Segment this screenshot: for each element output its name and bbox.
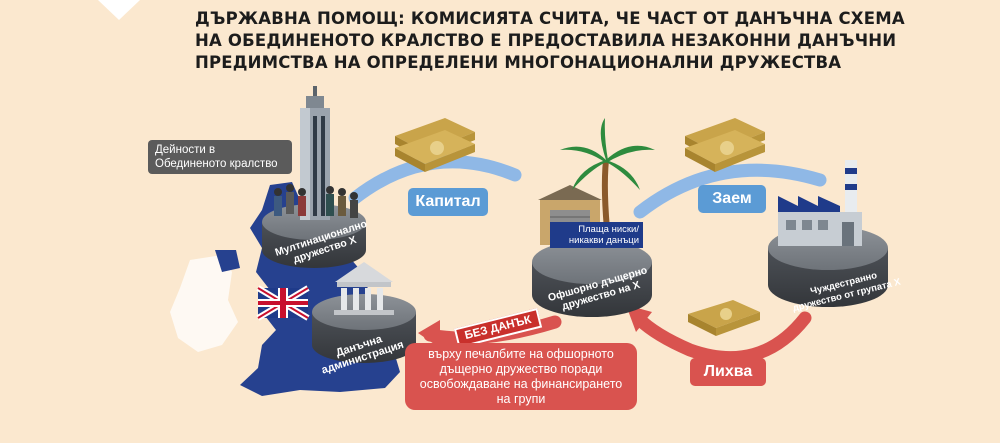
- low-tax-note: Плаща ниски/ никакви данъци: [550, 222, 643, 248]
- interest-label: Лихва: [690, 358, 766, 386]
- interest-arrowhead: [626, 305, 652, 332]
- no-tax-arrowhead: [418, 320, 440, 348]
- title-line-1: ДЪРЖАВНА ПОМОЩ: КОМИСИЯТА СЧИТА, ЧЕ ЧАСТ…: [195, 9, 905, 28]
- uk-activities-label: Дейности в Обединеното кралство: [148, 140, 292, 174]
- explanation-box: върху печалбите на офшорното дъщерно дру…: [405, 343, 637, 410]
- money-stack-icon-capital: [395, 118, 475, 172]
- money-stack-icon-loan: [685, 118, 765, 172]
- factory-icon: [778, 160, 862, 246]
- loan-label: Заем: [698, 185, 766, 213]
- money-stack-icon-interest: [688, 300, 760, 336]
- northern-ireland-shape: [215, 250, 240, 272]
- capital-label: Капитал: [408, 188, 488, 216]
- offshore-disk: [532, 240, 652, 317]
- ireland-shape: [170, 255, 238, 352]
- interest-flow-arrow: [631, 311, 812, 365]
- title-line-2: НА ОБЕДИНЕНОТО КРАЛСТВО Е ПРЕДОСТАВИЛА Н…: [195, 31, 897, 50]
- corner-notch: [98, 0, 140, 20]
- page-title: ДЪРЖАВНА ПОМОЩ: КОМИСИЯТА СЧИТА, ЧЕ ЧАСТ…: [195, 8, 905, 74]
- uk-flag-icon: [256, 285, 310, 321]
- loan-flow-arrow: [633, 163, 827, 219]
- government-building-icon: [334, 262, 394, 315]
- people-crowd-icon: [274, 184, 358, 218]
- title-line-3: ПРЕДИМСТВА НА ОПРЕДЕЛЕНИ МНОГОНАЦИОНАЛНИ…: [195, 53, 842, 72]
